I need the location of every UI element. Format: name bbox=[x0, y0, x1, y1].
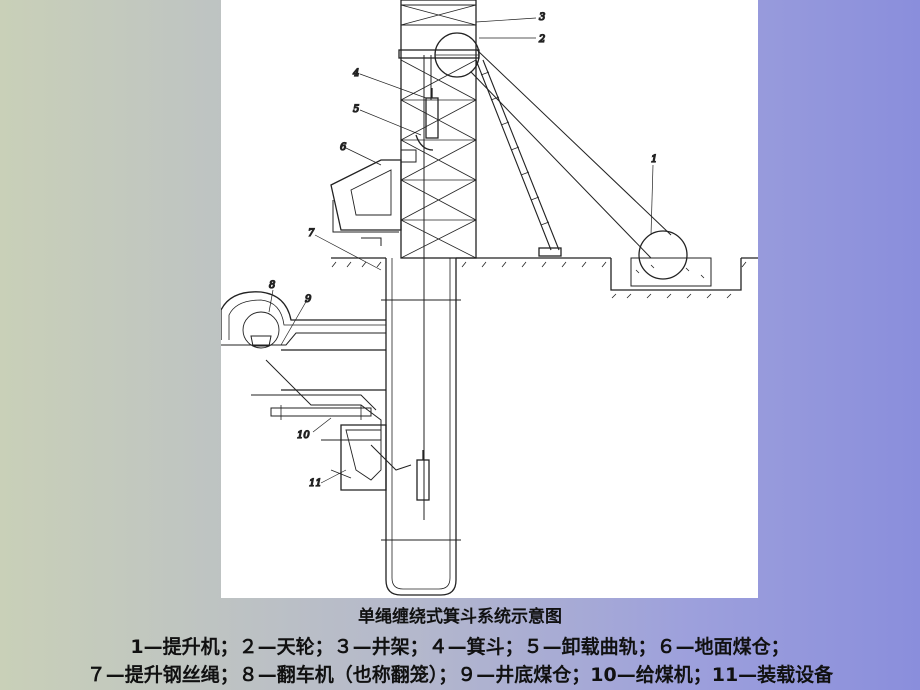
diagram-figure: 3 2 4 5 6 1 7 8 9 10 11 bbox=[221, 0, 758, 598]
label-3: 3 bbox=[539, 12, 545, 23]
unloading-curve bbox=[415, 134, 434, 151]
tipper-chamber bbox=[221, 291, 386, 349]
loading-device bbox=[330, 424, 412, 491]
surface-bin bbox=[330, 149, 417, 246]
label-9: 9 bbox=[305, 294, 312, 305]
leader-lines bbox=[268, 17, 654, 484]
label-11: 11 bbox=[309, 478, 322, 489]
headframe bbox=[398, 0, 562, 259]
caption-legend-line-2: ７—提升钢丝绳；８—翻车机（也称翻笼）；９—井底煤仓；10—给煤机；11—装载设… bbox=[86, 664, 834, 686]
bin-tunnel bbox=[251, 349, 386, 441]
ground-surface bbox=[331, 257, 758, 299]
shaft bbox=[381, 258, 461, 596]
label-2: 2 bbox=[538, 34, 545, 45]
skip-lower bbox=[416, 450, 430, 501]
hoisting-rope bbox=[423, 49, 672, 520]
skip-upper bbox=[425, 88, 439, 139]
label-10: 10 bbox=[297, 430, 310, 441]
caption-legend-line-1: 1—提升机；２—天轮；３—井架；４—箕斗；５—卸载曲轨；６—地面煤仓； bbox=[130, 636, 790, 658]
feeder bbox=[270, 405, 372, 420]
label-8: 8 bbox=[269, 280, 275, 291]
label-4: 4 bbox=[352, 68, 359, 79]
caption-title: 单绳缠绕式箕斗系统示意图 bbox=[358, 607, 562, 627]
label-5: 5 bbox=[353, 104, 359, 115]
label-1: 1 bbox=[651, 154, 657, 165]
skip-hoist-diagram: 3 2 4 5 6 1 7 8 9 10 11 bbox=[221, 0, 758, 596]
hoist-drum bbox=[630, 230, 712, 287]
label-6: 6 bbox=[340, 142, 347, 153]
label-7: 7 bbox=[308, 228, 315, 239]
